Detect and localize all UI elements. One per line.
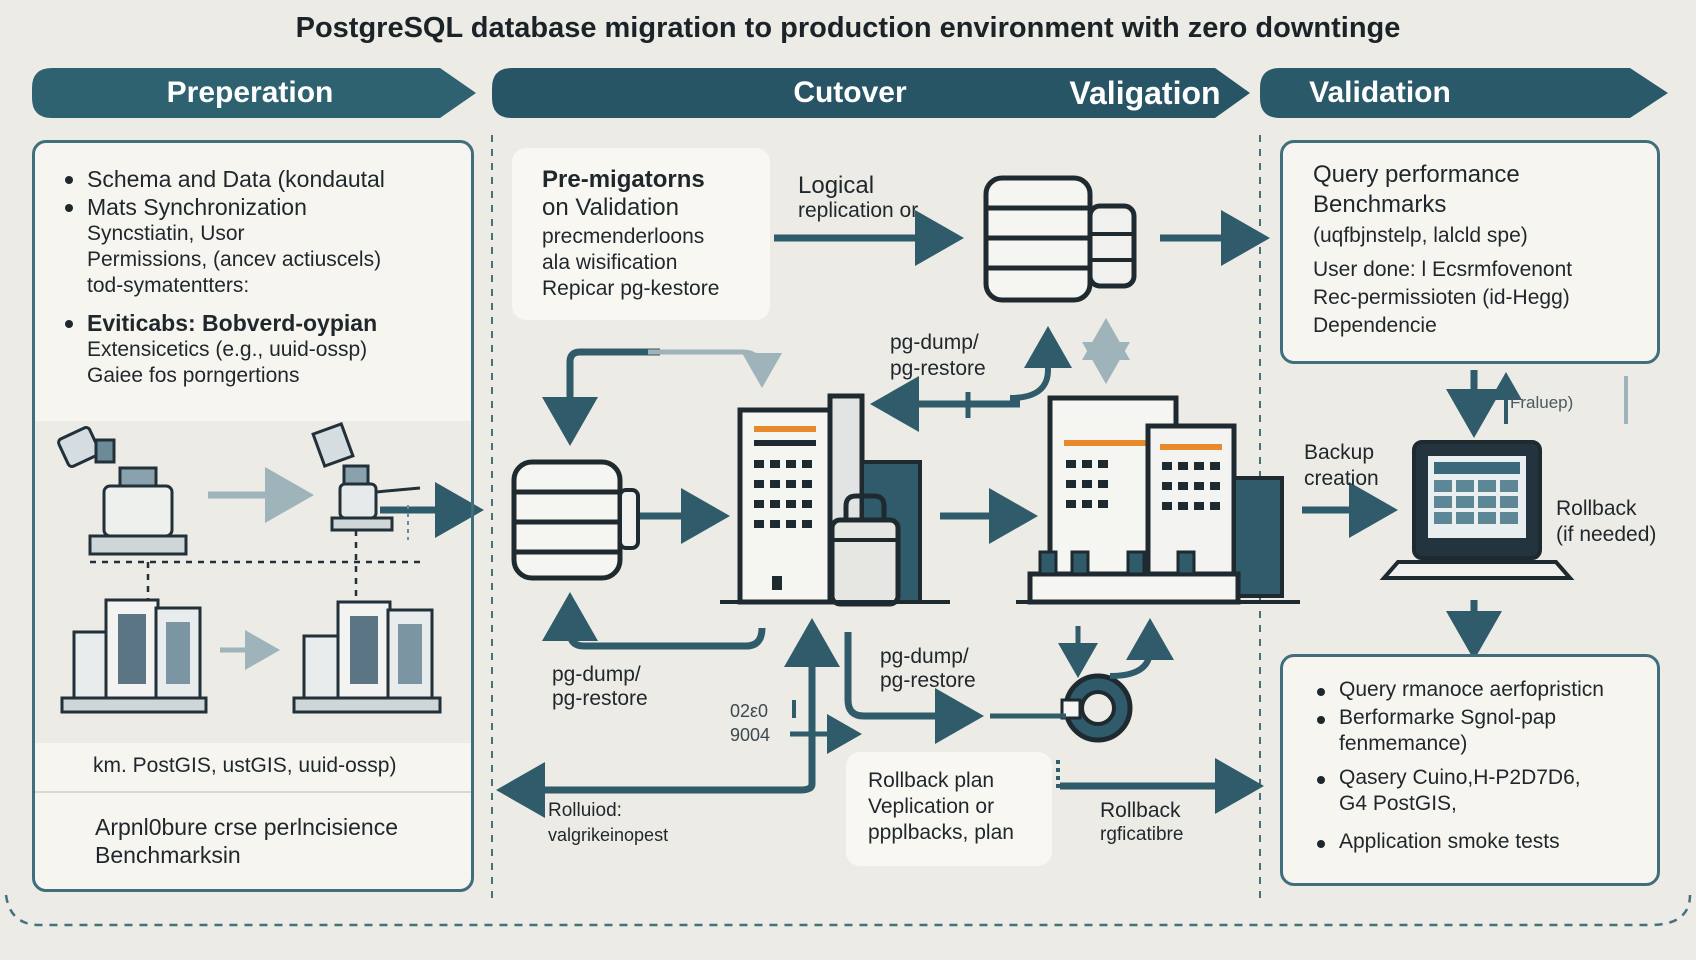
label-pgdump-top-1: pg-dump/ (890, 331, 979, 354)
rollback-plan-line1: Rollback plan (868, 769, 995, 792)
arrow-loop-top (542, 348, 660, 446)
phase-validation-label: Validation (1309, 76, 1451, 109)
query-line-3: (uqfbjnstelp, lalcld spe) (1313, 224, 1528, 247)
label-pgdump-left-2: pg-restore (552, 687, 648, 710)
page-title: PostgreSQL database migration to product… (295, 12, 1401, 44)
database-stack-top-icon (983, 175, 1137, 303)
label-port-2: 9004 (730, 725, 771, 745)
label-rollback-2: (if needed) (1556, 523, 1657, 546)
prep-bullet-extensions: Eviticabs: Bobverd-oypian (65, 309, 385, 337)
preparation-panel: Schema and Data (kondautal Mats Synchron… (32, 140, 474, 892)
cutover-banner (492, 68, 1250, 118)
prep-bullets: Schema and Data (kondautal Mats Synchron… (61, 165, 385, 389)
query-line-6: Dependencie (1313, 314, 1437, 337)
test-item-2-detail: fenmemance) (1339, 732, 1468, 755)
servers-icon-right (292, 600, 442, 714)
prep-extensions-detail-2: Gaiee fos porngertions (87, 364, 300, 387)
label-rollback-replication-2: rgficatibre (1100, 824, 1184, 845)
query-performance-card: Query performance Benchmarks (uqfbjnstel… (1280, 140, 1660, 364)
premig-title-2: on Validation (542, 194, 679, 221)
premig-line-3: precmenderloons (542, 225, 705, 248)
label-logical-replication: replication or (798, 199, 919, 222)
label-rollbion-1: Rolluiod: (548, 800, 622, 821)
label-pgdump-left-1: pg-dump/ (552, 663, 641, 686)
label-backup-1: Backup (1304, 441, 1375, 464)
arrow-to-gear (844, 632, 984, 744)
premigration-card: Pre-migatorns on Validation precmenderlo… (512, 148, 770, 320)
prep-extensions-note: km. PostGIS, ustGIS, uuid-ossp) (93, 754, 397, 777)
arrow-pgdump-up (1009, 326, 1072, 401)
label-rollback-replication-1: Rollback (1100, 799, 1181, 822)
gear-icon (1060, 673, 1133, 743)
label-pgdump-mid-1: pg-dump/ (880, 645, 969, 668)
phase-cutover-label: Cutover (793, 76, 907, 109)
rollback-plan-card: Rollback plan Veplication or ppplbacks, … (846, 752, 1052, 866)
query-title-2: Benchmarks (1313, 191, 1447, 218)
premig-line-5: Repicar pg-kestore (542, 277, 720, 300)
validation-banner (1260, 68, 1668, 118)
tests-card: Query rmanoce aerfopristicn Berformarke … (1280, 654, 1660, 886)
arrow-rollback-up (496, 762, 816, 818)
prep-bullet-sync: Mats Synchronization (65, 193, 385, 221)
source-server-icon (720, 393, 950, 607)
label-pgdump-top-2: pg-restore (890, 357, 986, 380)
label-port-1: 02ε0 (730, 701, 769, 721)
migration-tool-icon-right (311, 421, 421, 532)
premig-line-4: ala wisification (542, 251, 678, 274)
prep-bullet-schema: Schema and Data (kondautal (65, 166, 385, 192)
preparation-banner (32, 68, 476, 118)
servers-icon-left (60, 598, 208, 714)
query-title-1: Query performance (1313, 161, 1520, 188)
label-rollbion-2: valgrikeinopest (548, 825, 669, 845)
target-server-cluster-icon (1016, 395, 1300, 605)
query-line-5: Rec-permissioten (id-Hegg) (1313, 286, 1570, 309)
migration-tool-icon-left (57, 426, 188, 556)
arrow-gear-up (1109, 618, 1174, 679)
prep-sync-detail-2: Permissions, (ancev actiuscels) (87, 248, 382, 271)
database-stack-left-icon (511, 459, 640, 581)
rollback-plan-line3: ppplbacks, plan (868, 821, 1014, 844)
arrow-loop-bottom (542, 592, 766, 650)
label-logical: Logical (798, 172, 875, 199)
prep-sync-detail-3: tod-symatentters: (87, 274, 250, 297)
prep-benchmark-line1: Arpnl0bure crse perlncisience (95, 814, 398, 840)
label-rollback-1: Rollback (1556, 497, 1637, 520)
rollback-plan-line2: Veplication or (868, 795, 995, 818)
prep-sync-detail-1: Syncstiatin, Usor (87, 222, 245, 245)
outer-dashed-frame (4, 894, 1692, 927)
prep-benchmark-line2: Benchmarksin (95, 842, 241, 868)
test-item-2: Berformarke Sgnol-pap (1317, 705, 1604, 731)
label-backup-2: creation (1304, 467, 1379, 490)
phase-valigation-label: Valigation (1069, 75, 1221, 111)
laptop-dashboard-icon (1379, 440, 1575, 580)
label-fraluep: Fraluep) (1510, 393, 1574, 412)
test-item-3-detail: G4 PostGIS, (1339, 792, 1457, 815)
query-line-4: User done: l Ecsrmfovenont (1313, 258, 1573, 281)
test-item-4: Application smoke tests (1317, 829, 1604, 855)
premig-title-1: Pre-migatorns (542, 166, 705, 193)
test-item-1: Query rmanoce aerfopristicn (1317, 678, 1604, 701)
label-pgdump-mid-2: pg-restore (880, 669, 976, 692)
phase-preparation-label: Preperation (166, 76, 334, 109)
test-item-3: Qasery Cuino,H-P2D7D6, (1317, 765, 1604, 791)
prep-extensions-detail-1: Extensicetics (e.g., uuid-ossp) (87, 338, 368, 361)
